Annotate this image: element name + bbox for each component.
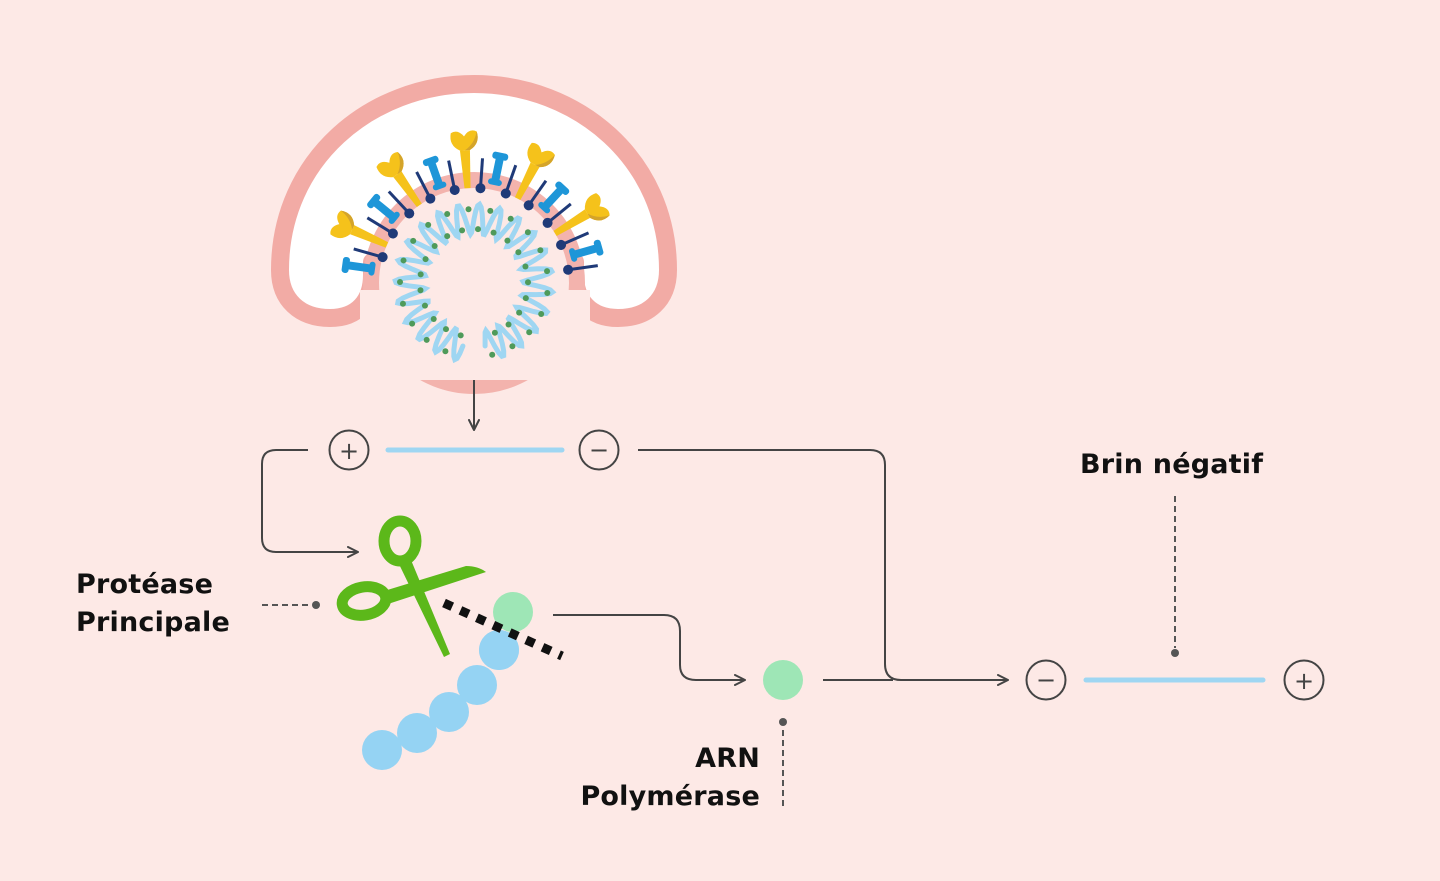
nucleocapsid-dot [475,226,482,233]
spike-protein-icon [542,202,572,228]
nucleocapsid-dot [515,249,522,256]
minus-end-symbol: − [589,436,609,464]
nucleocapsid-dot [524,229,531,236]
negative-strand: − + [1025,659,1325,701]
spike-protein-icon [538,181,570,214]
spike-protein-icon [556,231,590,250]
nucleocapsid-dot [397,279,404,286]
brin-pointer-dot [1171,649,1179,657]
nucleocapsid-dot [459,227,466,234]
rna-polymerase-label-line2: Polymérase [580,781,760,812]
minus-start-icon [1025,659,1067,701]
nucleocapsid-dot [544,268,551,275]
polyprotein-bead [429,692,469,732]
spike-protein-icon [563,264,598,275]
polyprotein-chain-icon [362,592,533,770]
nucleocapsid-dot [516,309,523,316]
nucleocapsid-dot [417,271,424,278]
minus-end-icon [578,429,620,471]
nucleocapsid-dot [509,343,516,350]
scissors-icon [336,515,486,657]
nucleocapsid-dot [423,336,430,343]
polyprotein-bead [457,665,497,705]
rna-polymerase-label: ARN Polymérase [540,740,760,816]
connector-to-protease [261,449,359,558]
polyprotein-bead [479,630,519,670]
nucleocapsid-dot [524,279,531,286]
nucleocapsid-dot [507,215,514,222]
spike-protein-icon [422,155,447,191]
spike-protein-icon [341,256,376,276]
nucleocapsid-dot [526,329,533,336]
spike-protein-icon [330,210,389,248]
spike-protein-icon [569,239,604,262]
nucleocapsid-dot [465,206,472,213]
nucleocapsid-dot [522,295,529,302]
nucleocapsid-dot [444,211,451,218]
polymerase-pointer-dot [779,718,787,726]
coronavirus-entering-cell-icon [271,75,677,394]
rna-polymerase-label-line1: ARN [695,743,760,774]
spike-protein-icon [353,247,388,263]
nucleocapsid-dot [421,302,428,309]
nucleocapsid-dot [537,247,544,254]
protease-label-line2: Principale [76,607,230,638]
nucleocapsid-dot [504,237,511,244]
plus-end-symbol: + [339,437,359,465]
nucleocapsid-dot [505,321,512,328]
negative-strand-label: Brin négatif [1080,449,1264,480]
nucleocapsid-dot [442,326,449,333]
nucleocapsid-dot [538,310,545,317]
connector-to-polymerase [553,614,746,686]
spike-protein-icon [487,151,509,186]
spike-protein-icon [366,216,398,239]
nucleocapsid-dot [491,329,498,336]
nucleocapsid-dot [489,351,496,358]
polyprotein-bead [362,730,402,770]
polyprotein-bead [397,713,437,753]
protease-label: Protéase Principale [76,566,230,642]
spike-protein-icon [376,152,422,208]
spike-protein-icon [500,164,518,199]
nucleocapsid-dot [442,348,449,355]
connector-to-negative-strand [638,449,1009,686]
protease-label-line1: Protéase [76,569,214,600]
spike-protein-icon [553,193,610,237]
cleavage-line [442,598,564,661]
polymerase-bead [493,592,533,632]
nucleocapsid-dot [430,315,437,322]
plus-end-icon [328,429,370,471]
spike-protein-icon [387,190,415,219]
spike-protein-icon [450,130,478,189]
nucleocapsid-dot [487,207,494,214]
spike-protein-icon [367,193,400,224]
nucleocapsid-dot [425,221,432,228]
nucleocapsid-dot [417,287,424,294]
plus-end-symbol-right: + [1294,667,1314,695]
spike-protein-icon [523,179,548,211]
nucleocapsid-dot [422,256,429,263]
nucleocapsid-dot [410,237,417,244]
plus-end-icon-right [1283,659,1325,701]
nucleocapsid-dot [400,257,407,264]
nucleocapsid-dot [544,289,551,296]
spike-protein-icon [475,158,486,194]
nucleocapsid-dot [444,233,451,240]
spike-protein-icon [415,171,436,204]
nucleocapsid-dot [522,263,529,270]
nucleocapsid-dot [457,332,464,339]
nucleocapsid-dot [399,300,406,307]
positive-strand: + − [328,429,620,471]
nucleocapsid-dot [490,229,497,236]
protease-pointer-dot [312,601,320,609]
nucleocapsid-dot [431,243,438,250]
minus-start-symbol: − [1036,666,1056,694]
rna-polymerase-icon [763,660,803,700]
spike-protein-icon [447,160,460,195]
nucleocapsid-dot [409,320,416,327]
spike-protein-icon [514,142,555,200]
